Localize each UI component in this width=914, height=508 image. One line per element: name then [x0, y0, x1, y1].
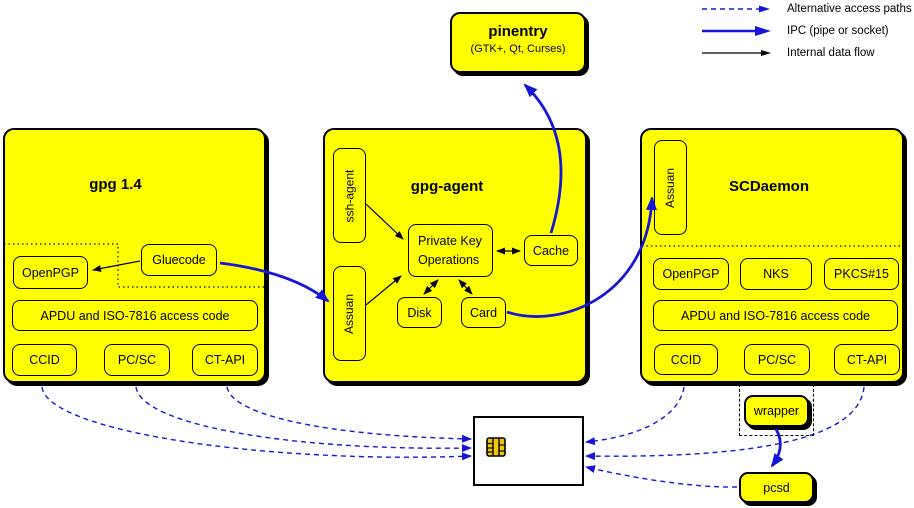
gpg14-pcsc-label: PC/SC: [117, 353, 157, 367]
scdaemon-title: SCDaemon: [728, 178, 810, 195]
scdaemon-openpgp-label: OpenPGP: [662, 267, 720, 281]
alt-scdaemon-ccid-to-card: [585, 386, 685, 446]
legend-label: Alternative access paths: [787, 3, 912, 15]
alt-scdaemon-ctapi-to-card: [585, 386, 865, 461]
gpg14-pcsc-box: PC/SC: [104, 344, 170, 376]
alt-gpg14-ccid-to-card: [41, 386, 472, 461]
scdaemon-ctapi-label: CT-API: [846, 352, 888, 367]
dashed-arrow-icon: [702, 5, 770, 13]
cache-box: Cache: [524, 235, 578, 266]
pinentry-box: pinentry (GTK+, Qt, Curses): [450, 12, 586, 73]
pko-line2: Operations: [418, 252, 480, 267]
smartcard-chip-icon: [486, 437, 506, 457]
alt-pcsd-to-card: [585, 465, 738, 488]
scdaemon-apdu-box: APDU and ISO-7816 access code: [653, 300, 898, 331]
scdaemon-ctapi-box: CT-API: [834, 344, 900, 375]
scdaemon-ccid-box: CCID: [654, 344, 718, 375]
gpg14-gluecode-box: Gluecode: [141, 244, 217, 276]
wrapper-label: wrapper: [753, 404, 800, 418]
scdaemon-nks-label: NKS: [763, 267, 789, 281]
pinentry-subtitle: (GTK+, Qt, Curses): [470, 43, 566, 55]
gpg14-ccid-box: CCID: [12, 344, 77, 376]
thick-blue-arrow-icon: [702, 26, 771, 36]
scdaemon-assuan-box: Assuan: [654, 140, 687, 235]
scdaemon-nks-box: NKS: [740, 258, 812, 290]
gpg14-ctapi-label: CT-API: [204, 353, 246, 367]
legend-item-alternative: Alternative access paths: [700, 2, 912, 16]
legend-label: IPC (pipe or socket): [787, 25, 889, 37]
pcsd-box: pcsd: [739, 472, 814, 503]
scdaemon-openpgp-box: OpenPGP: [653, 258, 729, 290]
legend-item-internal: Internal data flow: [700, 46, 875, 60]
scdaemon-pcsc-label: PC/SC: [757, 352, 797, 367]
alt-gpg14-ctapi-to-card: [226, 386, 472, 443]
gpg14-openpgp-box: OpenPGP: [13, 256, 88, 289]
disk-box: Disk: [397, 297, 442, 328]
gpg14-openpgp-label: OpenPGP: [22, 265, 79, 280]
gpg14-apdu-box: APDU and ISO-7816 access code: [12, 300, 258, 331]
card-label: Card: [469, 305, 498, 320]
ssh-agent-label: ssh-agent: [342, 169, 357, 222]
black-arrow-icon: [702, 50, 771, 56]
disk-label: Disk: [407, 305, 432, 320]
alt-gpg14-pcsc-to-card: [135, 386, 472, 453]
cache-label: Cache: [532, 243, 570, 258]
scdaemon-pkcs15-box: PKCS#15: [824, 258, 899, 290]
pko-line1: Private Key: [418, 233, 482, 248]
pinentry-title: pinentry: [488, 23, 548, 40]
gpg14-ccid-label: CCID: [29, 353, 60, 367]
gpg-agent-title: gpg-agent: [410, 178, 484, 195]
gpg14-gluecode-label: Gluecode: [152, 253, 206, 267]
scdaemon-pkcs15-label: PKCS#15: [834, 267, 889, 281]
gpg14-ctapi-box: CT-API: [192, 344, 258, 376]
card-box: Card: [461, 297, 506, 328]
gpg14-apdu-label: APDU and ISO-7816 access code: [40, 308, 230, 323]
legend-label: Internal data flow: [787, 47, 875, 59]
gpg14-title: gpg 1.4: [89, 176, 142, 193]
gpg-agent-assuan-label: Assuan: [342, 293, 357, 334]
pcsd-label: pcsd: [763, 480, 790, 495]
scdaemon-assuan-label: Assuan: [663, 167, 678, 208]
scdaemon-ccid-label: CCID: [670, 352, 702, 367]
scdaemon-pcsc-box: PC/SC: [744, 344, 810, 375]
private-key-operations-box: Private Key Operations: [408, 224, 493, 277]
gpg-agent-ssh-agent-box: ssh-agent: [333, 148, 366, 243]
gpg-agent-assuan-box: Assuan: [333, 266, 366, 361]
wrapper-box: wrapper: [744, 395, 809, 427]
scdaemon-apdu-label: APDU and ISO-7816 access code: [681, 308, 870, 323]
legend-item-ipc: IPC (pipe or socket): [700, 24, 889, 38]
